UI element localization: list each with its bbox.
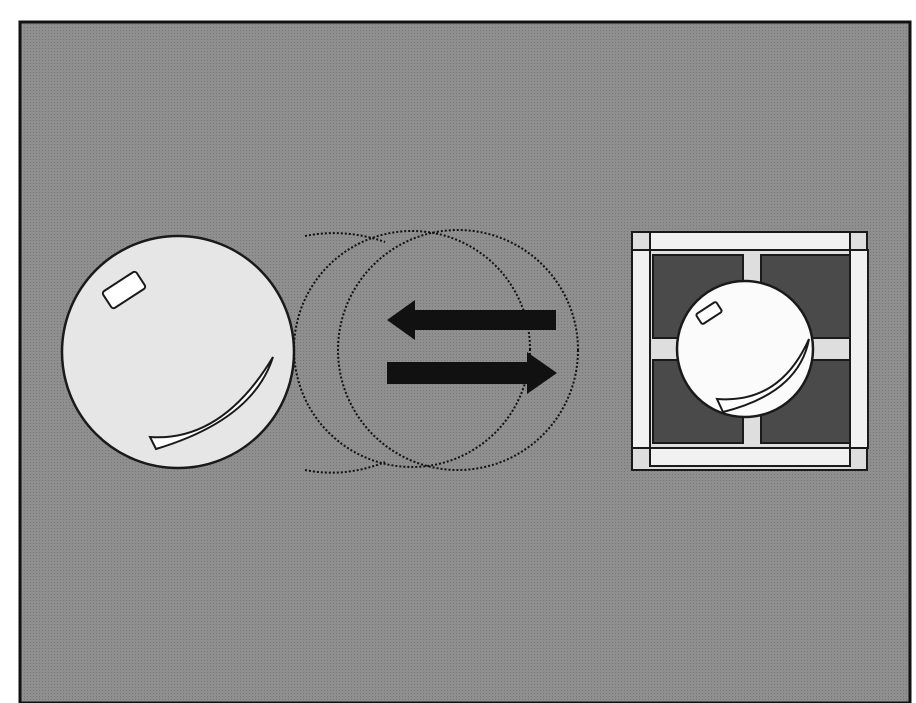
frame-bar-bottom: [649, 447, 851, 467]
dotted-circle-pair: [293, 229, 579, 474]
large-sphere-body: [60, 234, 296, 470]
large-sphere-highlight: [101, 270, 147, 310]
large-sphere: [60, 234, 296, 470]
frame-bar-left: [631, 249, 651, 449]
dotted-arc-top: [304, 232, 386, 243]
small-sphere-highlight: [695, 301, 723, 325]
frame-assembly: [631, 231, 869, 471]
small-sphere-reflection: [715, 338, 810, 414]
arrow-left: [387, 300, 556, 340]
arrow-right: [387, 352, 557, 394]
exchange-arrows: [387, 300, 557, 394]
dotted-circle-right: [337, 229, 579, 471]
frame-bar-top: [649, 231, 851, 251]
frame-bar-right: [849, 249, 869, 449]
dotted-circle-left: [293, 230, 531, 468]
dotted-arc-bottom: [304, 461, 386, 474]
large-sphere-reflection: [148, 356, 274, 451]
